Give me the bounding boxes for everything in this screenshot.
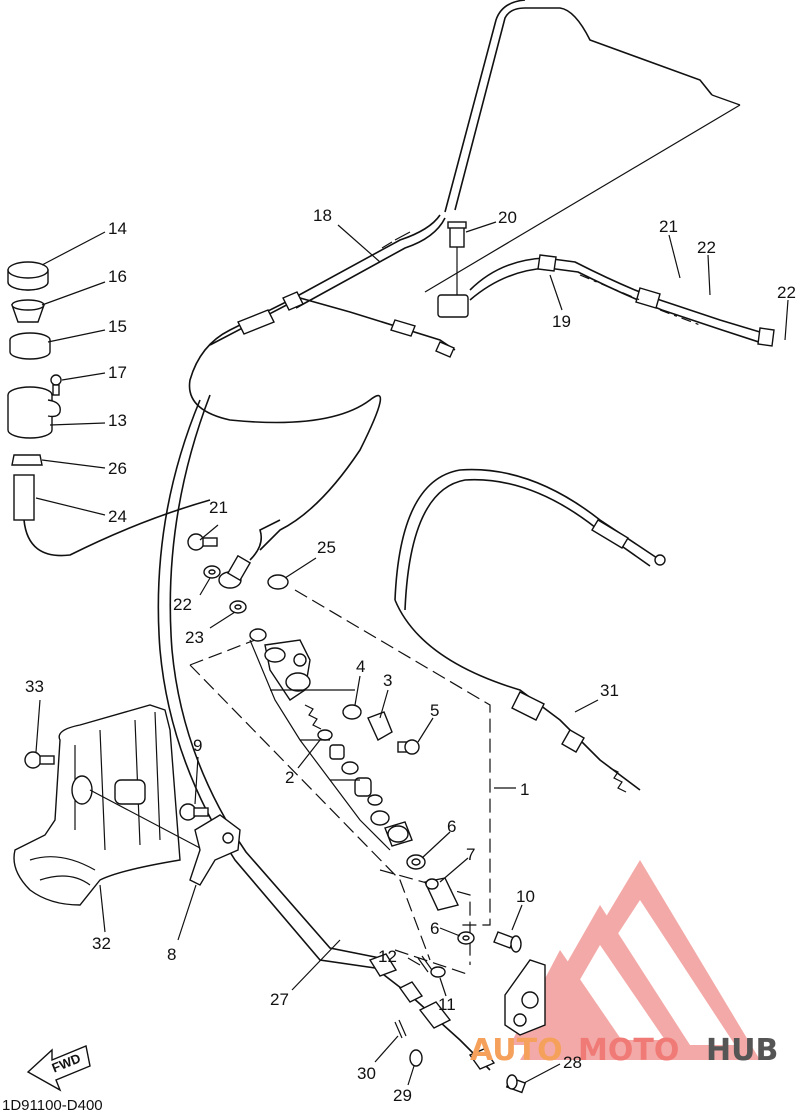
leader-lines bbox=[35, 221, 789, 1086]
callout-22-right: 22 bbox=[697, 238, 716, 257]
callout-28: 28 bbox=[563, 1053, 582, 1072]
callout-4: 4 bbox=[356, 657, 365, 676]
pin-28 bbox=[505, 1074, 527, 1094]
bolt-21-left bbox=[187, 533, 218, 551]
bolt-33 bbox=[24, 751, 55, 769]
heel-guard-32 bbox=[13, 704, 181, 906]
callout-17: 17 bbox=[108, 363, 127, 382]
callout-24: 24 bbox=[108, 507, 127, 526]
callout-2: 2 bbox=[285, 768, 294, 787]
callout-6-lower: 6 bbox=[430, 919, 439, 938]
callout-22-far-right: 22 bbox=[777, 283, 796, 302]
watermark-auto: AUTO bbox=[470, 1033, 563, 1068]
brake-rod-31 bbox=[394, 468, 666, 793]
cotter-pin-12 bbox=[417, 955, 433, 973]
brake-hose-upper bbox=[188, 0, 713, 551]
callout-31: 31 bbox=[600, 681, 619, 700]
diaphragm-15 bbox=[9, 332, 51, 360]
callout-15: 15 bbox=[108, 317, 127, 336]
washer-11 bbox=[430, 966, 446, 978]
watermark-logo bbox=[510, 860, 760, 1060]
screw-5 bbox=[397, 739, 420, 755]
nut-6-lower bbox=[457, 931, 475, 945]
callout-20: 20 bbox=[498, 208, 517, 227]
callout-5: 5 bbox=[430, 701, 439, 720]
callout-21-left: 21 bbox=[209, 498, 228, 517]
screw-17 bbox=[50, 374, 62, 396]
master-cylinder-1 bbox=[249, 628, 311, 701]
callout-22-left: 22 bbox=[173, 595, 192, 614]
clip-25 bbox=[249, 519, 289, 590]
banjo-bolt-20 bbox=[437, 221, 469, 318]
callout-3: 3 bbox=[383, 671, 392, 690]
pin-10 bbox=[493, 931, 522, 953]
o-ring-4 bbox=[342, 704, 362, 720]
callout-1: 1 bbox=[520, 780, 529, 799]
reservoir-13 bbox=[7, 386, 61, 439]
washer-23 bbox=[229, 600, 247, 614]
callout-29: 29 bbox=[393, 1086, 412, 1105]
callout-27: 27 bbox=[270, 990, 289, 1009]
callout-32: 32 bbox=[92, 934, 111, 953]
callout-26: 26 bbox=[108, 459, 127, 478]
callout-14: 14 bbox=[108, 219, 127, 238]
washer-29 bbox=[409, 1049, 423, 1067]
watermark-text: AUTO MOTO HUB bbox=[470, 1033, 778, 1068]
watermark-hub: HUB bbox=[706, 1033, 778, 1068]
callout-10: 10 bbox=[516, 887, 535, 906]
callout-25: 25 bbox=[317, 538, 336, 557]
callout-21-right: 21 bbox=[659, 217, 678, 236]
brake-hose-18 bbox=[209, 291, 456, 358]
cotter-pin-30 bbox=[394, 1019, 407, 1039]
fwd-arrow-icon: FWD bbox=[26, 1045, 91, 1092]
callout-labels: 14 16 15 17 13 26 24 18 20 19 21 22 22 2… bbox=[25, 206, 796, 1105]
callout-12: 12 bbox=[378, 947, 397, 966]
clip-26 bbox=[11, 454, 43, 466]
callout-23: 23 bbox=[185, 628, 204, 647]
bracket-8 bbox=[189, 814, 241, 886]
watermark-moto: MOTO bbox=[578, 1033, 679, 1068]
callout-9: 9 bbox=[193, 736, 202, 755]
piston-kit-2 bbox=[249, 639, 413, 851]
callout-18: 18 bbox=[313, 206, 332, 225]
assembly-boundary bbox=[189, 589, 491, 976]
hose-joint-3 bbox=[367, 711, 393, 741]
callout-19: 19 bbox=[552, 312, 571, 331]
callout-7: 7 bbox=[466, 845, 475, 864]
callout-6-upper: 6 bbox=[447, 817, 456, 836]
brake-pedal-link bbox=[504, 959, 546, 1036]
brake-hose-19 bbox=[469, 254, 775, 347]
diagram-code: 1D91100-D400 bbox=[2, 1097, 103, 1114]
nut-6-upper bbox=[406, 854, 426, 870]
plate-16 bbox=[11, 299, 45, 323]
reservoir-cap-14 bbox=[7, 261, 49, 291]
callout-33: 33 bbox=[25, 677, 44, 696]
callout-13: 13 bbox=[108, 411, 127, 430]
hose-24 bbox=[13, 474, 211, 557]
washer-22-left bbox=[203, 565, 221, 579]
callout-30: 30 bbox=[357, 1064, 376, 1083]
union-fitting bbox=[218, 554, 252, 589]
callout-11: 11 bbox=[438, 995, 456, 1014]
joint-7 bbox=[423, 877, 460, 911]
callout-8: 8 bbox=[167, 945, 176, 964]
bolt-9 bbox=[179, 803, 209, 821]
callout-16: 16 bbox=[108, 267, 127, 286]
